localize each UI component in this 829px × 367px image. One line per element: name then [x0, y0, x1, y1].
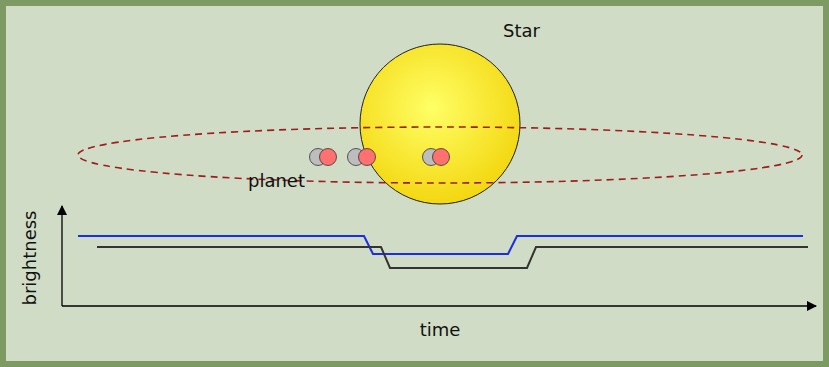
- star-label: Star: [503, 22, 540, 40]
- x-axis: [62, 305, 816, 306]
- axis-label: time: [420, 321, 461, 339]
- star-disc: [360, 44, 520, 204]
- axis-label: brightness: [21, 211, 39, 306]
- planet-positions: [310, 149, 450, 166]
- planet-label: planet: [248, 172, 305, 190]
- y-axis: [61, 206, 62, 306]
- light-curve-dark: [97, 247, 808, 268]
- orbit-path: [78, 127, 802, 183]
- background-panel: [6, 6, 823, 361]
- light-curve-blue: [78, 236, 803, 254]
